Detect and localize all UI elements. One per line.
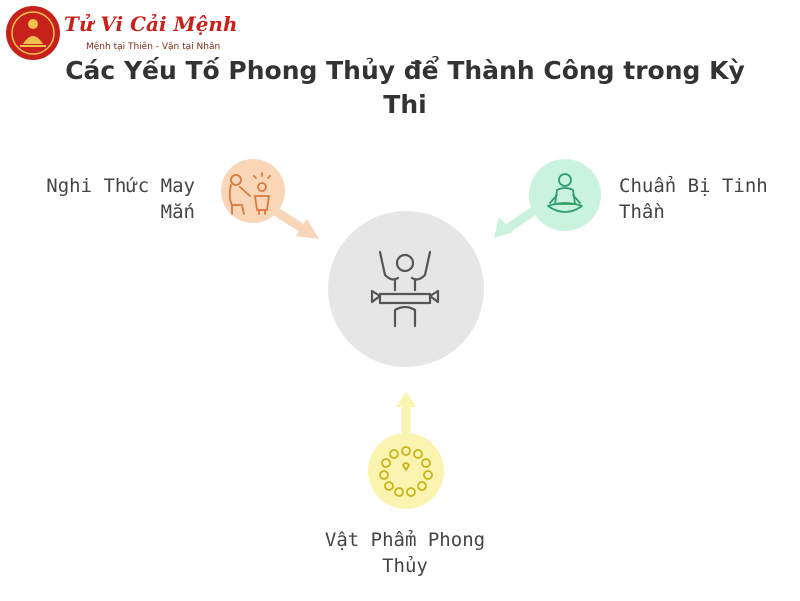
winner-finish-line-icon [370,250,440,328]
label-ritual-line-2: Mắn [160,201,195,223]
label-items: Vật Phẩm Phong Thủy [255,527,555,579]
label-mental-line-1: Chuẩn Bị Tinh [619,175,768,197]
page-title: Các Yếu Tố Phong Thủy để Thành Công tron… [65,56,745,119]
bead-bracelet-icon [379,446,433,497]
ritual-node [221,159,285,223]
label-mental: Chuẩn Bị Tinh Thần [619,173,768,225]
ritual-offering-icon [228,172,271,215]
label-ritual: Nghi Thức May Mắn [46,173,195,225]
buddha-icon [8,8,58,58]
logo-name: Tử Vi Cải Mệnh [64,12,238,36]
center-node [328,211,484,367]
items-node [368,433,444,509]
logo-badge [6,6,60,60]
mental-node [529,159,601,231]
label-mental-line-2: Thần [619,201,665,223]
site-logo[interactable]: Tử Vi Cải Mệnh Mệnh tại Thiên - Vận tại … [6,6,238,60]
meditation-icon [547,173,583,213]
label-ritual-line-1: Nghi Thức May [46,175,195,197]
label-items-line-1: Vật Phẩm Phong [324,529,486,551]
label-items-line-2: Thủy [382,555,428,577]
logo-tagline: Mệnh tại Thiên - Vận tại Nhân [86,42,221,52]
